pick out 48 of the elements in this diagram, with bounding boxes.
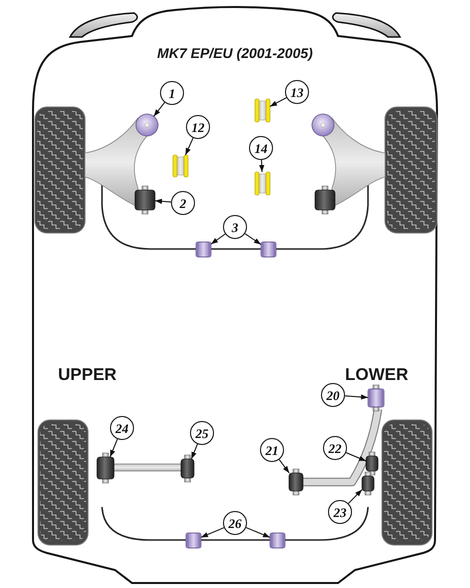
leader-line	[346, 452, 366, 462]
leader-line	[348, 489, 362, 504]
callout-number: 21	[260, 438, 284, 462]
bushing-icon	[254, 172, 270, 196]
leader-line	[153, 102, 166, 117]
bushing-icon	[186, 532, 202, 548]
ball-joint-icon	[136, 114, 158, 136]
callout-number: 2	[171, 191, 195, 215]
bushing-icon	[366, 452, 378, 476]
leader-line	[244, 233, 262, 245]
leader-line	[110, 438, 118, 458]
callout-number: 1	[160, 81, 184, 105]
ball-joint-icon	[312, 114, 334, 136]
callout-number: 23	[328, 500, 352, 524]
leader-line	[184, 137, 194, 156]
callout-number: 20	[321, 383, 345, 407]
leader-line	[154, 198, 172, 204]
bushing-icon	[96, 452, 114, 484]
callout-number: 26	[223, 511, 247, 535]
callout-number: 13	[285, 80, 309, 104]
leader-line	[259, 160, 264, 172]
bushing-icon	[270, 532, 286, 548]
bushing-icon	[180, 454, 194, 482]
callout-number: 25	[190, 421, 214, 445]
leader-line	[270, 97, 287, 107]
callout-number: 14	[249, 136, 273, 160]
leader-line	[200, 527, 224, 538]
leader-line	[278, 459, 290, 474]
callout-number: 24	[110, 416, 134, 440]
leader-line	[190, 444, 198, 460]
bushing-icon	[172, 154, 188, 178]
callout-number: 3	[223, 215, 247, 239]
diagram-title: MK7 EP/EU (2001-2005)	[157, 46, 313, 62]
leader-line	[246, 527, 270, 538]
bushing-icon	[314, 186, 336, 214]
callout-number: 22	[323, 436, 347, 460]
callout-number: 12	[186, 115, 210, 139]
section-label: UPPER	[58, 366, 117, 385]
bushing-icon	[260, 242, 276, 258]
bushing-icon	[368, 384, 384, 412]
bushing-icon	[196, 242, 212, 258]
bushing-icon	[254, 98, 270, 122]
bushing-icon	[362, 472, 374, 496]
leader-line	[344, 394, 368, 400]
bushing-icon	[134, 186, 156, 214]
bushing-icon	[288, 468, 304, 496]
section-label: LOWER	[345, 366, 408, 385]
leader-line	[210, 233, 226, 245]
